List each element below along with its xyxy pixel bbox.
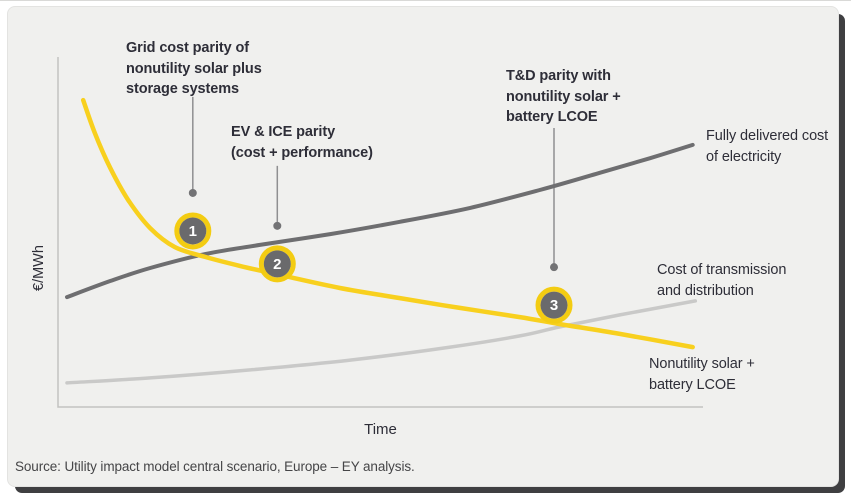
source-note: Source: Utility impact model central sce… [15, 459, 415, 474]
marker-ring-2 [258, 245, 296, 283]
marker-number-1: 1 [189, 223, 197, 240]
curve-fully-delivered-cost-of-electricity [65, 142, 695, 300]
marker-number-3: 3 [550, 297, 558, 314]
leader-dot-1 [188, 188, 197, 197]
annotation-grid-cost-parity: Grid cost parity of nonutility solar plu… [126, 40, 262, 98]
label-fully-delivered-cost: Fully delivered cost of electricity [706, 128, 829, 165]
marker-ring-3 [535, 286, 573, 324]
axes [57, 57, 703, 408]
marker-circle-2 [263, 250, 291, 278]
annotation-ev-ice-parity: EV & ICE parity (cost + performance) [231, 124, 373, 161]
label-cost-transmission-distribution: Cost of transmission and distribution [657, 262, 787, 299]
label-nonutility-solar-battery: Nonutility solar + battery LCOE [649, 356, 755, 393]
curve-cost-of-transmission-and-distribution [65, 299, 698, 385]
marker-ring-1 [174, 212, 212, 250]
marker-circle-3 [540, 291, 568, 319]
marker-number-2: 2 [273, 256, 281, 273]
y-axis-label: €/MWh [31, 245, 47, 291]
marker-circle-1 [179, 217, 207, 245]
leader-dot-3 [550, 263, 559, 272]
leader-dot-2 [273, 221, 282, 230]
x-axis-label: Time [364, 421, 397, 438]
annotation-td-parity: T&D parity with nonutility solar + batte… [506, 68, 621, 126]
